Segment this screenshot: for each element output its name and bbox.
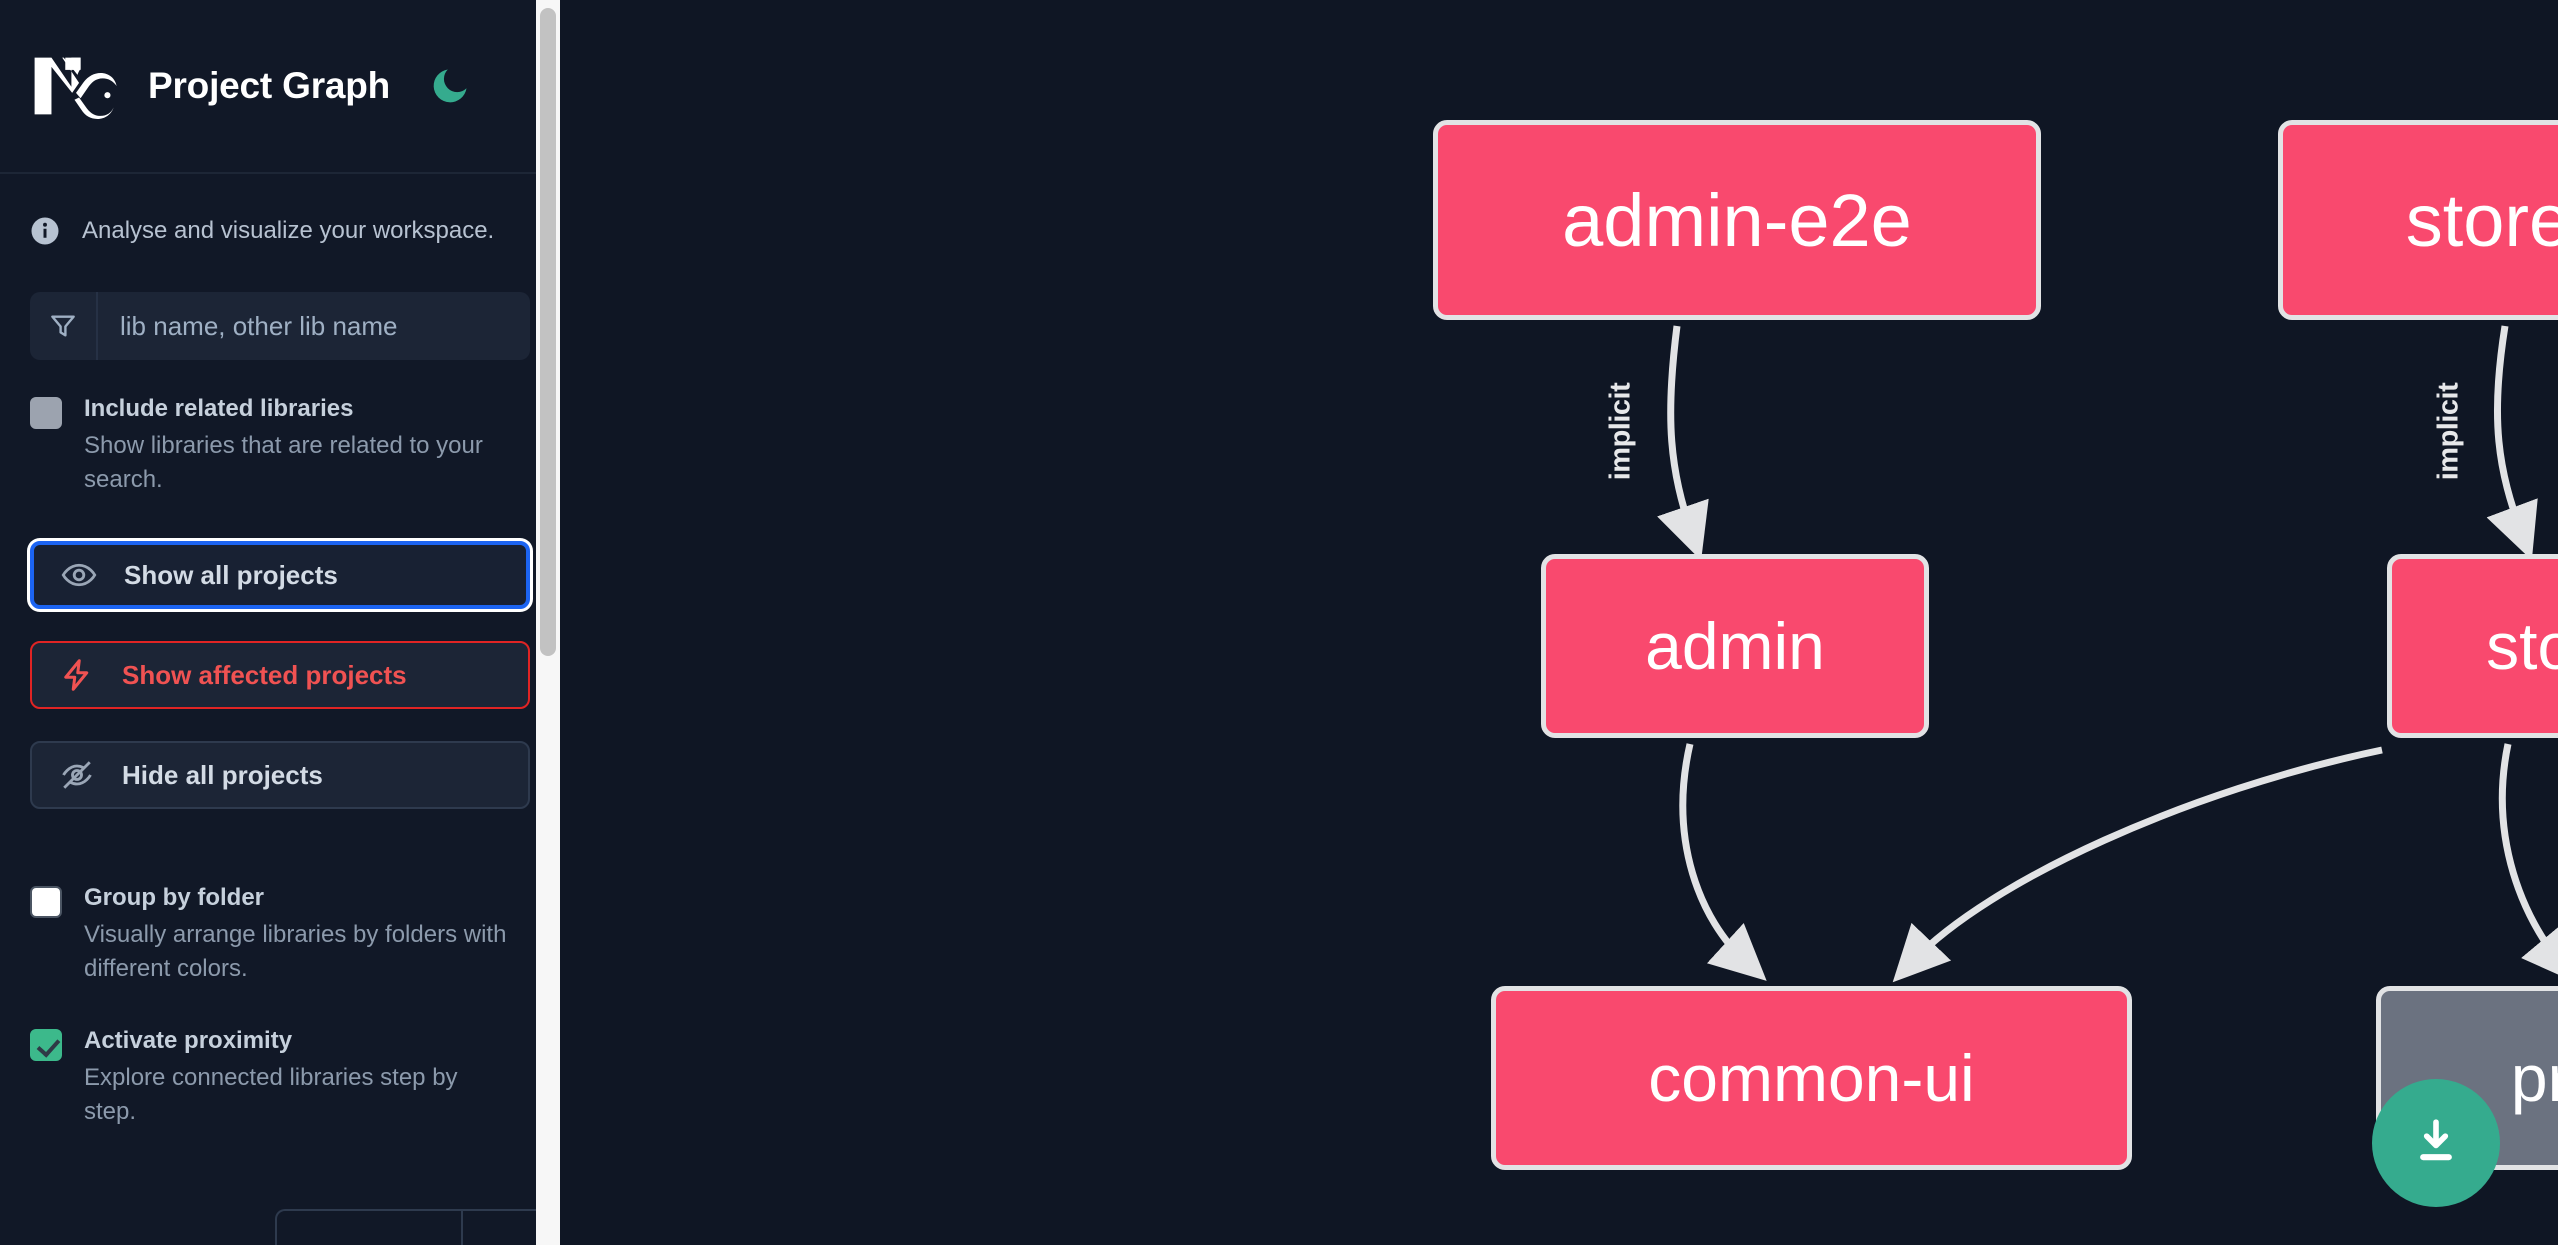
button-label: Show affected projects: [122, 659, 407, 690]
edge-label-implicit-store: implicit: [2432, 382, 2465, 481]
graph-node-admin-e2e[interactable]: admin-e2e: [1433, 120, 2041, 320]
search-input[interactable]: [98, 292, 530, 360]
lightning-bolt-icon: [56, 657, 98, 693]
graph-node-store-e2e[interactable]: store-e2e: [2278, 120, 2558, 320]
option-title: Activate proximity: [84, 1027, 293, 1055]
checkbox-activate-proximity[interactable]: [30, 1029, 62, 1062]
button-label: Hide all projects: [122, 759, 323, 790]
sidebar-scrollbar-track[interactable]: [536, 0, 560, 1245]
option-activate-proximity[interactable]: Activate proximity Explore connected lib…: [0, 1026, 560, 1129]
info-text: Analyse and visualize your workspace.: [82, 217, 495, 244]
option-description: Visually arrange libraries by folders wi…: [84, 921, 507, 983]
edge-store-e2e-store: [2486, 325, 2538, 561]
checkbox-group-by-folder[interactable]: [30, 886, 62, 919]
info-row: Analyse and visualize your workspace.: [0, 174, 560, 246]
eye-icon: [58, 557, 100, 593]
node-label: products: [2510, 1041, 2558, 1115]
search-field-wrapper: [30, 292, 530, 360]
button-label: Show all projects: [124, 559, 338, 590]
edge-admin-common-ui: [1679, 743, 1767, 981]
graph-edges: [1657, 325, 2558, 984]
page-title: Project Graph: [148, 65, 391, 106]
download-graph-button[interactable]: [2372, 1079, 2500, 1207]
option-group-by-folder[interactable]: Group by folder Visually arrange librari…: [0, 883, 560, 986]
nx-logo-icon: [30, 53, 122, 119]
node-label: store: [2486, 609, 2558, 683]
graph-node-common-ui[interactable]: common-ui: [1491, 986, 2132, 1170]
edge-admin-e2e-admin: [1657, 325, 1709, 561]
graph-node-admin[interactable]: admin: [1541, 554, 1929, 738]
show-all-projects-button[interactable]: Show all projects: [30, 541, 530, 610]
proximity-step-control[interactable]: [275, 1209, 560, 1245]
info-circle-icon: [30, 216, 60, 246]
node-label: common-ui: [1648, 1041, 1975, 1115]
download-icon: [2408, 1114, 2464, 1173]
sidebar-header: Project Graph: [0, 0, 560, 174]
eye-off-icon: [56, 757, 98, 793]
hide-all-projects-button[interactable]: Hide all projects: [30, 741, 530, 810]
node-label: admin-e2e: [1562, 178, 1912, 262]
proximity-step-decrease[interactable]: [277, 1211, 463, 1245]
option-description: Explore connected libraries step by step…: [84, 1064, 458, 1126]
node-label: admin: [1645, 609, 1825, 683]
edge-store-products: [2498, 743, 2558, 984]
graph-canvas[interactable]: admin-e2e store-e2e admin store common-u…: [560, 0, 2558, 1245]
moon-icon[interactable]: [424, 60, 476, 112]
option-title: Group by folder: [84, 884, 264, 912]
sidebar-scrollbar-thumb[interactable]: [540, 8, 556, 656]
edge-store-common-ui: [1892, 746, 2383, 983]
graph-node-store[interactable]: store: [2387, 554, 2558, 738]
option-description: Show libraries that are related to your …: [84, 432, 483, 494]
option-title: Include related libraries: [84, 395, 354, 422]
node-label: store-e2e: [2405, 178, 2558, 262]
option-include-related-libraries[interactable]: Include related libraries Show libraries…: [0, 394, 560, 497]
filter-funnel-icon: [30, 292, 98, 360]
edge-label-implicit-admin: implicit: [1604, 382, 1637, 481]
show-affected-projects-button[interactable]: Show affected projects: [30, 641, 530, 710]
checkbox-include-related-libraries[interactable]: [30, 397, 62, 429]
sidebar: Project Graph Analyse and visualize your…: [0, 0, 560, 1245]
